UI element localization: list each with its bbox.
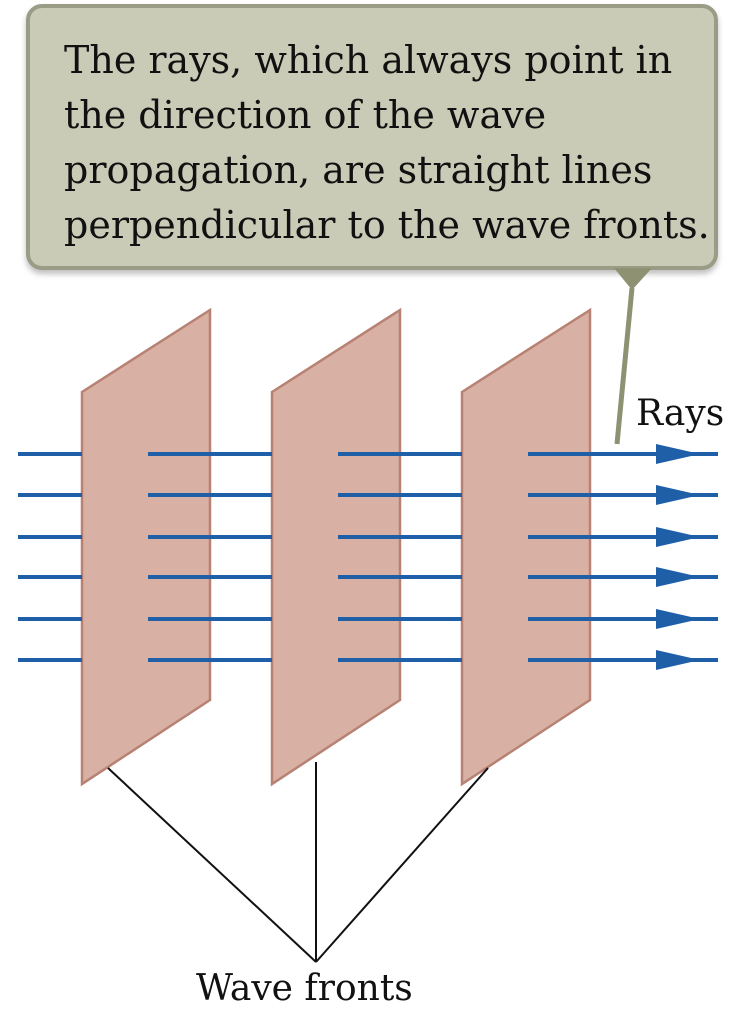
ray-2-arrowhead [656,485,700,505]
wave-front-2 [270,307,402,787]
ray-4-arrowhead [656,567,700,587]
leader-line-1 [107,767,317,963]
wave-fronts-leader-lines [107,762,489,963]
leader-line-3 [315,767,489,963]
ray-6-arrowhead [656,650,700,670]
ray-3-arrowhead [656,527,700,547]
wave-fronts-group [80,307,592,787]
callout-line-3: propagation, are straight lines [64,148,652,192]
arrowheads-group [656,444,700,670]
callout-line-1: The rays, which always point in [64,38,672,82]
callout-pointer [614,268,652,290]
wave-fronts-label: Wave fronts [196,968,413,1009]
rays-label: Rays [636,393,724,434]
wave-front-3 [460,307,592,787]
callout-line-4: perpendicular to the wave fronts. [64,203,710,247]
wave-front-1 [80,307,212,787]
callout-box [26,4,718,270]
ray-1-arrowhead [656,444,700,464]
callout: The rays, which always point in the dire… [26,4,718,445]
ray-5-arrowhead [656,609,700,629]
callout-line-2: the direction of the wave [64,93,546,137]
callout-pointer-line [614,287,635,445]
